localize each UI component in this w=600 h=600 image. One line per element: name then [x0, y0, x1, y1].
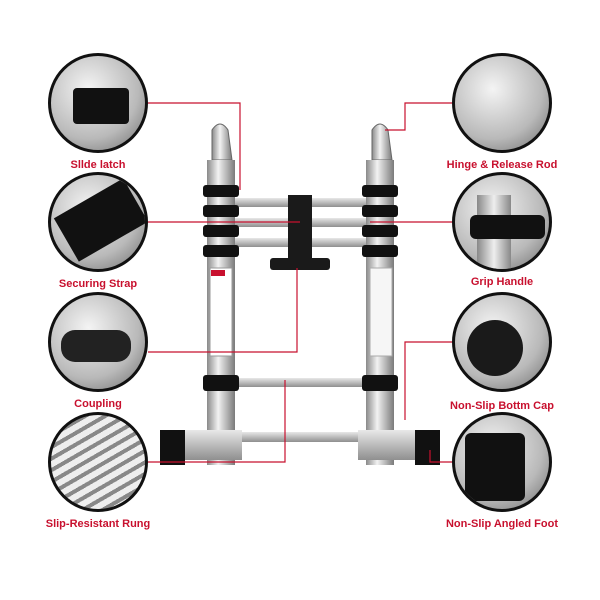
black-collars — [203, 185, 398, 391]
coupling-image — [48, 292, 148, 392]
angled-foot-image — [452, 412, 552, 512]
securing-strap-label: Securing Strap — [58, 278, 138, 290]
spec-label — [369, 267, 393, 357]
connector-lines — [148, 102, 452, 463]
left-foot — [160, 430, 185, 465]
securing-strap-image — [48, 172, 148, 272]
strap-buckle — [270, 258, 330, 270]
hinge-label: Hinge & Release Rod — [446, 159, 558, 171]
angled-foot-label: Non-Slip Angled Foot — [445, 518, 558, 530]
bottom-cap-image — [452, 292, 552, 392]
rung-image — [48, 412, 148, 512]
hinge-image — [452, 53, 552, 153]
grip-handle-image — [452, 172, 552, 272]
coupling-label: Coupling — [74, 398, 122, 410]
slide-latch-image — [48, 53, 148, 153]
right-foot — [415, 430, 440, 465]
slide-latch-label: Sllde latch — [70, 159, 126, 171]
securing-strap — [288, 195, 312, 265]
rung-label: Slip-Resistant Rung — [45, 518, 151, 530]
bottom-cap-label: Non-Slip Bottm Cap — [450, 400, 554, 412]
grip-handle-label: Grip Handle — [470, 276, 534, 288]
left-hinge — [211, 123, 233, 161]
warning-label — [209, 267, 233, 357]
